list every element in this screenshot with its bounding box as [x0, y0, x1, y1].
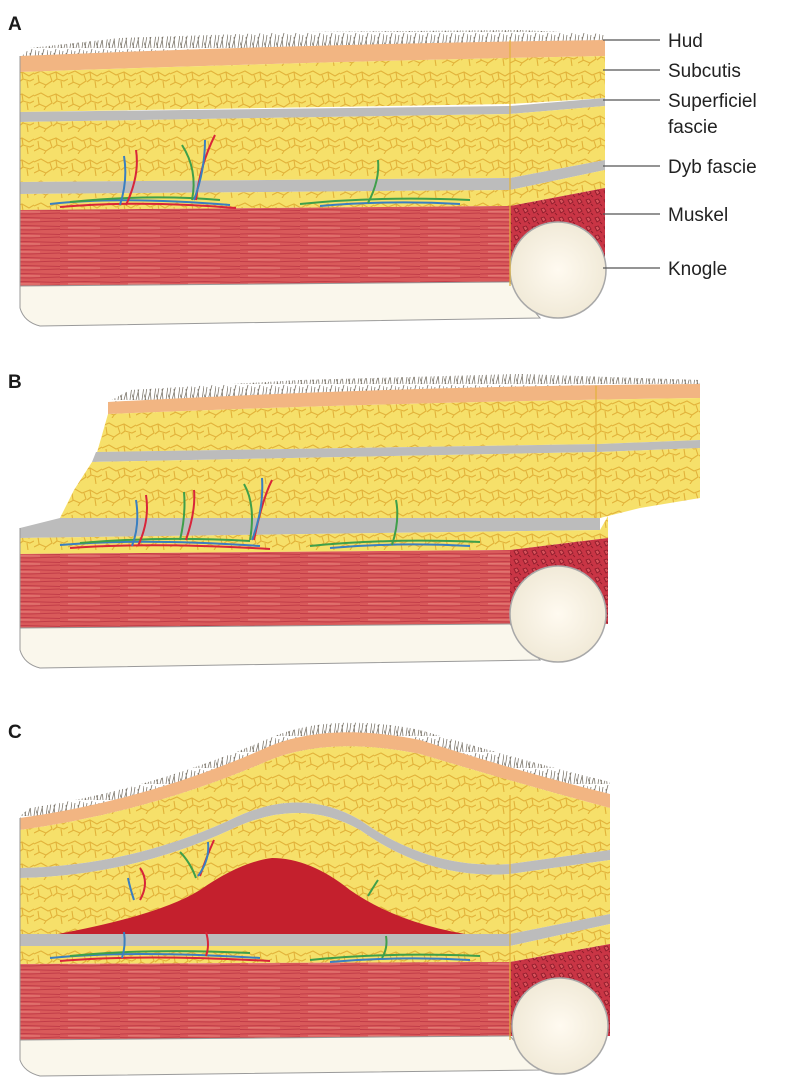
bone-cross-section: [510, 222, 606, 318]
panel-c: C: [8, 722, 610, 1076]
label-superficial-line2: fascie: [668, 117, 718, 138]
bone-layer: [20, 1036, 540, 1076]
bone-layer: [20, 282, 540, 326]
label-subcutis: Subcutis: [668, 61, 741, 82]
panel-letter-b: B: [8, 372, 22, 393]
label-knogle: Knogle: [668, 259, 727, 280]
label-muskel: Muskel: [668, 205, 728, 226]
bone-cross-section: [510, 566, 606, 662]
label-superficial-line1: Superficiel: [668, 91, 757, 112]
panel-b: B: [8, 372, 700, 668]
layer-labels: Hud Subcutis Superficiel fascie Dyb fasc…: [603, 31, 757, 280]
panel-letter-c: C: [8, 722, 22, 743]
muscle-layer: [20, 962, 510, 1040]
label-hud: Hud: [668, 31, 703, 52]
muscle-layer: [20, 206, 510, 286]
bone-layer: [20, 624, 540, 668]
panel-a: A Hud Subcutis: [8, 14, 757, 326]
bone-cross-section: [512, 978, 608, 1074]
panel-letter-a: A: [8, 14, 22, 35]
muscle-layer: [20, 550, 510, 628]
label-dyb-fascie: Dyb fascie: [668, 157, 757, 178]
